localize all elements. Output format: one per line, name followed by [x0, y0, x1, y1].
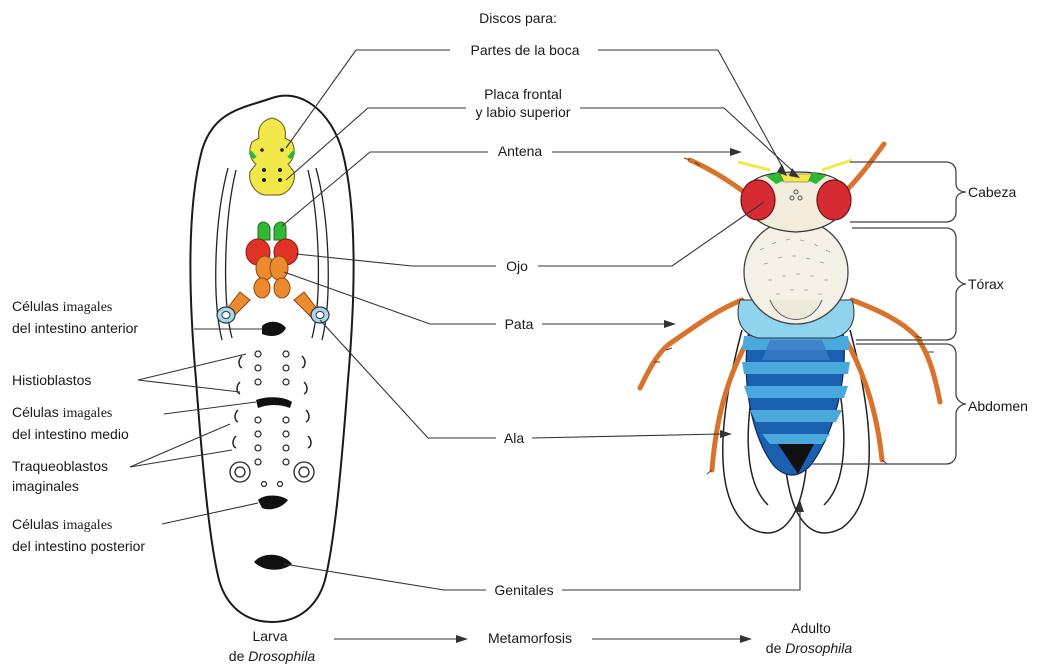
label-abdomen: Abdomen: [968, 398, 1028, 415]
discs-for-heading: Discos para:: [455, 10, 581, 27]
label-tracheoblasts-line1: Traqueoblastos: [12, 458, 108, 475]
fly-abdomen: [742, 316, 850, 475]
label-midgut-cells: Células imagales: [12, 404, 112, 422]
label-foregut-cells-line2: del intestino anterior: [12, 320, 138, 337]
label-midgut-cells-line2: del intestino medio: [12, 426, 129, 443]
label-adult-line1: Adulto: [766, 620, 856, 637]
label-wing: Ala: [496, 430, 532, 447]
label-histoblasts: Histioblastos: [12, 372, 91, 389]
label-thorax: Tórax: [968, 276, 1004, 293]
fly-thorax: [738, 220, 854, 338]
label-hindgut-cells-line2: del intestino posterior: [12, 538, 145, 555]
label-larva-line1: Larva: [230, 628, 310, 645]
label-metamorphosis: Metamorfosis: [470, 630, 590, 647]
label-eye: Ojo: [496, 258, 538, 275]
label-adult-line2: de Drosophila: [750, 640, 868, 657]
label-larva-line2: de Drosophila: [214, 648, 330, 665]
label-frontal-plate-line1: Placa frontal: [466, 86, 580, 103]
label-leg: Pata: [496, 316, 542, 333]
fly-head: [738, 160, 852, 232]
label-antenna: Antena: [488, 143, 552, 160]
label-foregut-cells: Células imagales: [12, 298, 112, 316]
label-head: Cabeza: [968, 184, 1016, 201]
label-hindgut-cells: Células imagales: [12, 516, 112, 534]
label-mouthparts: Partes de la boca: [452, 42, 598, 59]
adult-fly: [640, 144, 940, 533]
label-genitals: Genitales: [486, 582, 562, 599]
larva: [190, 96, 353, 622]
label-frontal-plate-line2: y labio superior: [456, 104, 590, 121]
label-tracheoblasts-line2: imaginales: [12, 478, 79, 495]
